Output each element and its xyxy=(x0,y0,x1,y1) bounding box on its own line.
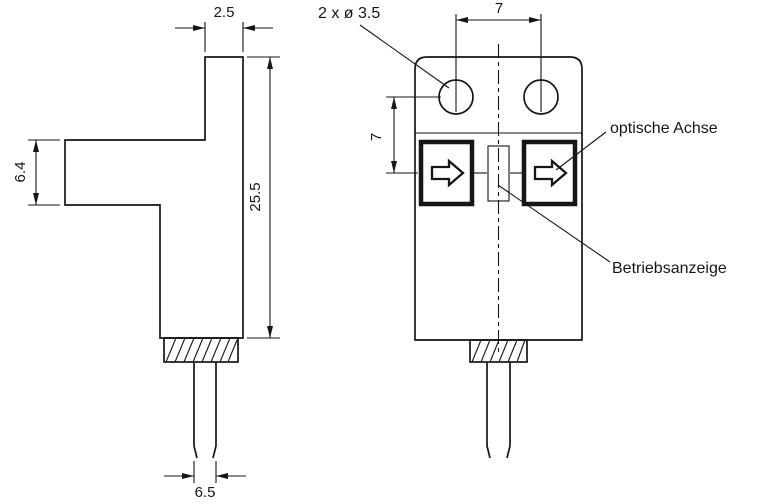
dim-arm-height-label: 6.4 xyxy=(12,162,29,183)
operation-indicator-callout: Betriebsanzeige xyxy=(497,184,727,277)
hole-callout-label: 2 x ø 3.5 xyxy=(318,5,380,22)
dim-hole-spacing-label: 7 xyxy=(495,0,503,17)
dim-top-width: 2.5 xyxy=(175,4,273,52)
operation-indicator-window xyxy=(487,145,510,202)
side-view: 2.5 6.4 25.5 6.5 xyxy=(12,4,280,501)
dim-body-height-label: 25.5 xyxy=(247,182,264,211)
dim-cable-width: 6.5 xyxy=(164,461,246,501)
beam-arrow-icon xyxy=(533,158,568,188)
dim-hole-spacing: 7 xyxy=(455,0,542,112)
optical-axis-callout: optische Achse xyxy=(555,120,718,171)
nut-knurling xyxy=(165,337,238,363)
dim-top-width-label: 2.5 xyxy=(214,4,235,21)
front-view: 7 7 2 x ø 3.5 optische Achse Betriebsanz… xyxy=(318,0,727,459)
dim-arm-height: 6.4 xyxy=(12,139,60,206)
front-view-cable-nut xyxy=(469,339,528,363)
dim-body-height: 25.5 xyxy=(247,56,280,339)
side-view-cable-nut xyxy=(163,337,239,363)
hole-callout: 2 x ø 3.5 xyxy=(318,5,450,89)
dim-axis-offset-label: 7 xyxy=(368,133,385,141)
optical-axis-label: optische Achse xyxy=(610,120,718,137)
dim-cable-width-label: 6.5 xyxy=(195,484,216,501)
front-view-body-outline xyxy=(414,56,583,341)
side-view-body-outline xyxy=(64,56,244,339)
dim-axis-offset: 7 xyxy=(368,96,441,174)
operation-indicator-label: Betriebsanzeige xyxy=(612,260,727,277)
optical-windows xyxy=(418,139,578,207)
beam-arrow-icon xyxy=(430,158,465,188)
front-view-cable xyxy=(486,362,511,459)
nut-knurling xyxy=(471,339,526,363)
side-view-cable xyxy=(193,362,217,459)
